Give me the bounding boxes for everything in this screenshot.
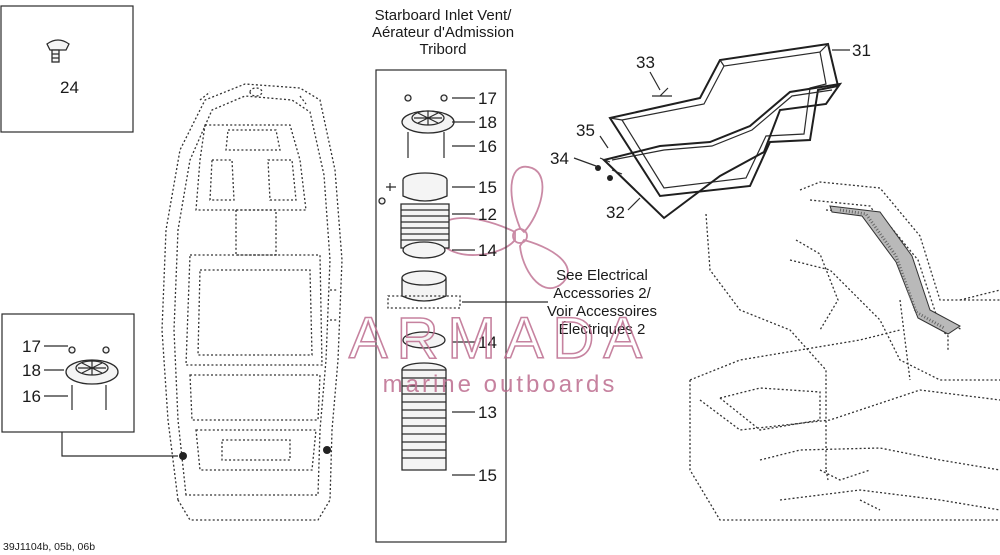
vent-callouts: 17 18 16 15 12 14 14 13 15 — [452, 89, 497, 485]
callout-24: 24 — [60, 78, 79, 97]
callout-18: 18 — [478, 113, 497, 132]
watermark-propeller-icon — [437, 165, 569, 289]
callout-18-left: 18 — [22, 361, 41, 380]
callout-31: 31 — [852, 41, 871, 60]
vent-caption-line3: Tribord — [420, 41, 467, 58]
callout-17: 17 — [478, 89, 497, 108]
inlet-vent-assembly — [378, 94, 461, 471]
callout-14-upper: 14 — [478, 241, 497, 260]
electrical-note-line1: See Electrical — [556, 267, 648, 284]
tray-callouts: 31 33 35 34 32 — [550, 41, 871, 222]
armada-watermark: ARMADA marine outboards — [348, 305, 651, 398]
electrical-note-line2: Accessories 2/ — [553, 285, 651, 302]
port-vent-inset-box: 17 18 16 — [1, 313, 178, 457]
storage-tray — [595, 42, 843, 220]
callout-13: 13 — [478, 403, 497, 422]
callout-12: 12 — [478, 205, 497, 224]
callout-16: 16 — [478, 137, 497, 156]
figure-code: 39J1104b, 05b, 06b — [3, 541, 95, 553]
callout-34: 34 — [550, 149, 569, 168]
vent-caption-line1: Starboard Inlet Vent/ — [375, 7, 513, 24]
callout-32: 32 — [606, 203, 625, 222]
vent-grille-icon — [65, 346, 119, 410]
callout-17-left: 17 — [22, 337, 41, 356]
screw-icon — [46, 39, 70, 63]
vent-caption: Starboard Inlet Vent/ Aérateur d'Admissi… — [372, 7, 514, 58]
callout-16-left: 16 — [22, 387, 41, 406]
callout-35: 35 — [576, 121, 595, 140]
vent-mesh-panel — [829, 205, 961, 335]
watermark-tagline: marine outboards — [383, 371, 618, 398]
vent-caption-line2: Aérateur d'Admission — [372, 24, 514, 41]
electrical-accessories-note: See Electrical Accessories 2/ Voir Acces… — [462, 267, 657, 338]
fastener-inset-box: 24 — [0, 5, 134, 133]
electrical-note-line4: Électriques 2 — [559, 321, 646, 338]
callout-33: 33 — [636, 53, 655, 72]
callout-15-lower: 15 — [478, 466, 497, 485]
callout-14-lower: 14 — [478, 333, 497, 352]
watermark-brand: ARMADA — [349, 306, 651, 371]
vent-exploded-frame — [375, 69, 507, 543]
electrical-note-line3: Voir Accessoires — [547, 303, 657, 320]
hull-outline — [161, 83, 343, 521]
console-outline — [689, 181, 1000, 521]
callout-15-upper: 15 — [478, 178, 497, 197]
